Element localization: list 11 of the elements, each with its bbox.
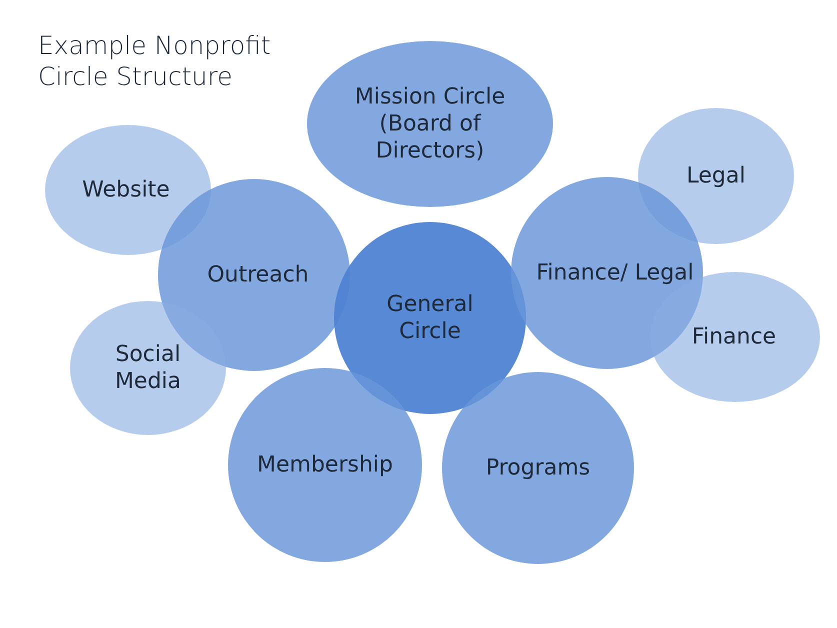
node-label: Outreach [206,262,310,288]
node-label: Social Media [114,341,182,395]
node-label: Website [81,176,171,204]
node-label: Membership [256,452,394,478]
node-label: Finance [690,324,778,350]
node-label: Mission Circle (Board of Directors) [354,84,506,164]
node-label: Finance/ Legal [535,260,695,286]
node-label: Legal [686,162,746,190]
diagram-title: Example Nonprofit Circle Structure [38,30,272,92]
node-label: General Circle [386,291,474,345]
node-label: Programs [484,454,592,482]
